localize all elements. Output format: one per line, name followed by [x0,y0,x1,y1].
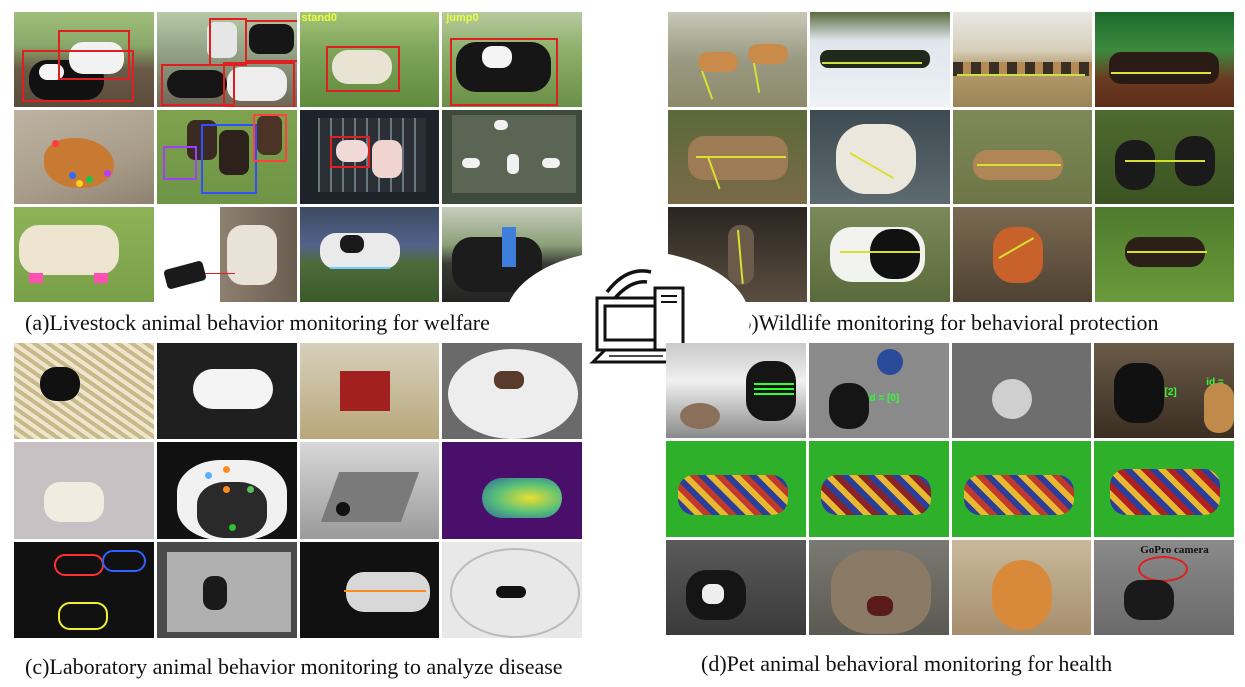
mouse-box-image [156,541,297,638]
sheep-standing-detection-image: stand0 [299,12,440,107]
pigs-overhead-image [442,109,582,205]
rat-thermal-image [14,442,154,539]
computer-with-wireless-signal-icon [589,269,685,364]
horse-race-image [1094,12,1234,107]
gorillas-image [1094,109,1234,205]
caption-laboratory: (c)Laboratory animal behavior monitoring… [25,654,563,679]
caption-livestock: (a)Livestock animal behavior monitoring … [25,310,490,335]
zebras-herd-image [952,12,1092,107]
panda-pose-image [810,207,950,302]
cows-barn-detection-image [156,12,297,107]
panel-laboratory [14,343,582,638]
cow-jumping-detection-image: jump0 [442,12,582,107]
chicken-keypoint-image [14,109,154,205]
gopro-label: GoPro camera [1140,543,1209,556]
caption-pets: (d)Pet animal behavioral monitoring for … [701,651,1113,676]
dog-suit-image-4 [1094,441,1234,537]
cats-kitchen-tracking-image: id = [2] id = [1] [1094,343,1234,439]
cow-head-image [442,207,582,302]
mouse-keypoint-image [156,442,297,539]
jump-label: jump0 [446,12,479,24]
dog-suit-image-1 [666,441,806,537]
cows-multi-tracking-image [156,109,297,205]
panel-pets: id = [0] id = [2] id = [1] GoPro camera [666,343,1234,635]
cat-ir-image [951,343,1092,439]
panel-livestock: stand0 jump0 [14,12,582,302]
flies-dish-image [442,541,582,638]
monkey-pose-image [1094,207,1234,302]
mouse-apparatus-image [299,442,440,539]
pigs-pen-detection-image [299,109,440,205]
dog-suit-image-2 [808,441,949,537]
white-mouse-image [156,343,297,440]
sheep-halter-image [156,207,297,302]
dog-gopro-image: GoPro camera [1094,539,1234,635]
cat-bowl-tracking-image: id = [0] [808,343,949,439]
dog-suit-image-3 [951,441,1092,537]
hissing-cat-image [808,539,949,635]
animals-snow-image [810,12,950,107]
lions-field-image [952,109,1092,205]
cows-lying-detection-image [14,12,154,107]
sheep-sensor-image [14,207,154,302]
polar-bears-image [810,109,950,205]
cat-feeding-image [666,343,806,439]
cow-walking-pose-image [299,207,440,302]
cats-cage-image [666,539,806,635]
lion-pose-image [668,109,808,205]
stand-label: stand0 [301,12,337,24]
id0-label: id = [0] [866,393,900,404]
mice-segmentation-image [14,541,154,638]
mouse-bedding-image [14,343,154,440]
antelopes-pose-image [668,12,808,107]
squirrel-pose-image [952,207,1092,302]
mouse-cage-image [299,343,440,440]
panel-wildlife [668,12,1234,302]
mouse-heatmap-image [442,442,582,539]
fly-dish-image [442,343,582,440]
caption-wildlife: (b)Wildlife monitoring for behavioral pr… [733,310,1159,335]
mouse-skeleton-image [299,541,440,638]
orange-cat-image [951,539,1092,635]
